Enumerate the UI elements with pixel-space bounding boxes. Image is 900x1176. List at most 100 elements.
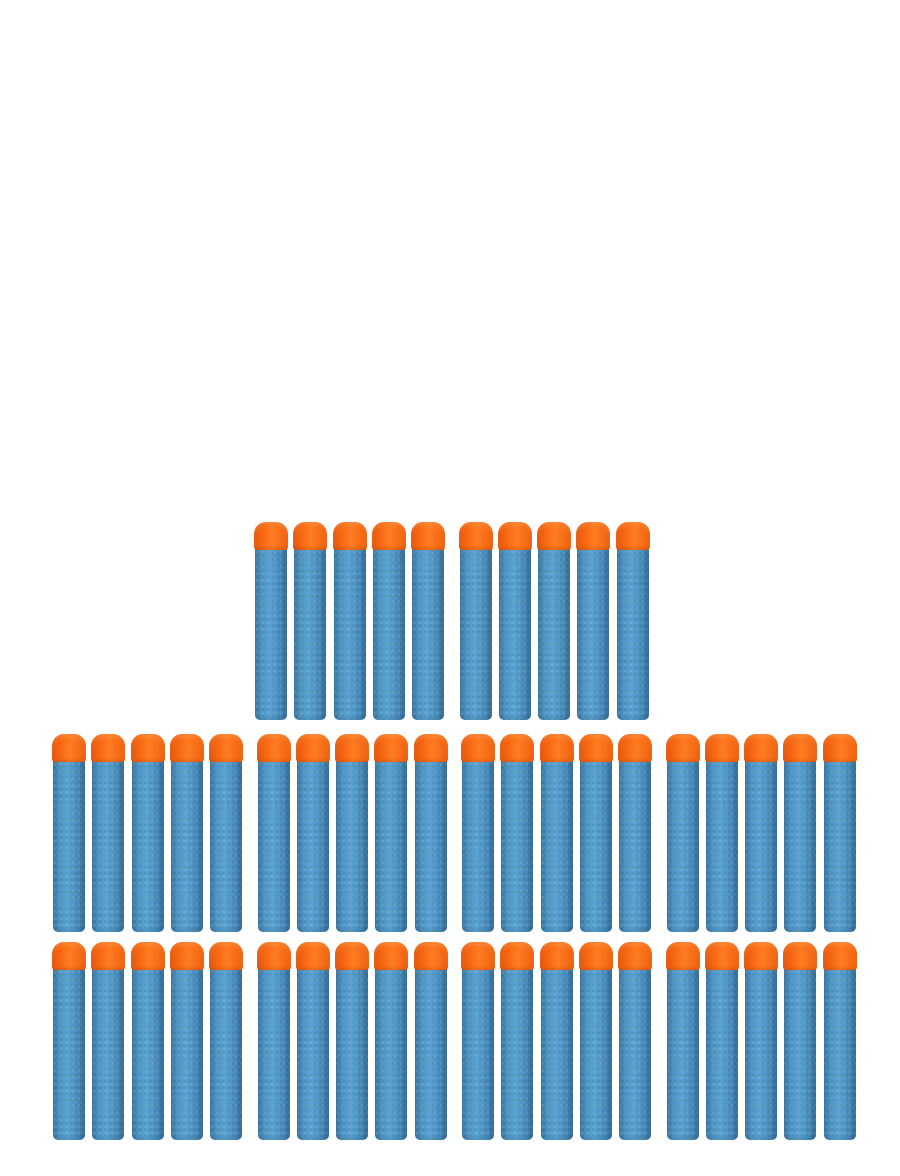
- dart-body: [170, 756, 203, 932]
- dart-tip: [461, 942, 495, 970]
- foam-dart: [500, 942, 535, 1140]
- dart-body: [784, 964, 817, 1140]
- dart-tip: [744, 942, 779, 970]
- dart-body: [705, 756, 738, 932]
- dart-tip: [295, 734, 330, 762]
- dart-tip: [91, 942, 126, 970]
- dart-tip: [665, 734, 700, 762]
- foam-dart: [371, 522, 406, 720]
- dart-tip: [822, 942, 857, 970]
- foam-dart: [539, 734, 574, 932]
- dart-tip: [295, 942, 330, 970]
- foam-dart: [335, 734, 370, 932]
- dart-body: [296, 964, 329, 1140]
- dart-tip: [335, 734, 370, 762]
- dart-body: [501, 756, 534, 932]
- dart-body: [53, 964, 85, 1140]
- dart-tip: [374, 942, 409, 970]
- dart-body: [579, 964, 612, 1140]
- foam-dart: [411, 522, 446, 720]
- foam-dart: [209, 942, 244, 1140]
- foam-dart: [665, 734, 700, 932]
- foam-dart: [413, 942, 448, 1140]
- foam-dart: [704, 942, 739, 1140]
- dart-body: [616, 544, 649, 720]
- foam-dart: [744, 942, 779, 1140]
- foam-dart: [374, 734, 409, 932]
- dart-body: [540, 964, 573, 1140]
- foam-dart: [461, 942, 495, 1140]
- foam-dart: [256, 734, 291, 932]
- dart-body: [745, 756, 778, 932]
- dart-tip: [704, 734, 739, 762]
- dart-tip: [458, 522, 493, 550]
- dart-body: [705, 964, 738, 1140]
- dart-tip: [335, 942, 370, 970]
- dart-body: [333, 544, 366, 720]
- dart-tip: [411, 522, 446, 550]
- foam-dart: [413, 734, 448, 932]
- dart-tip: [704, 942, 739, 970]
- foam-dart: [458, 522, 493, 720]
- dart-body: [92, 964, 125, 1140]
- dart-body: [294, 544, 327, 720]
- foam-dart: [256, 942, 291, 1140]
- dart-tip: [618, 942, 653, 970]
- foam-dart: [295, 734, 330, 932]
- foam-dart: [704, 734, 739, 932]
- dart-tip: [665, 942, 700, 970]
- foam-dart: [52, 942, 86, 1140]
- dart-tip: [615, 522, 650, 550]
- foam-dart: [500, 734, 535, 932]
- dart-body: [412, 544, 445, 720]
- dart-tip: [169, 942, 204, 970]
- dart-tip: [618, 734, 653, 762]
- foam-dart: [461, 734, 495, 932]
- dart-body: [375, 964, 408, 1140]
- dart-tip: [332, 522, 367, 550]
- dart-body: [372, 544, 405, 720]
- dart-body: [823, 756, 856, 932]
- dart-tip: [539, 942, 574, 970]
- foam-dart: [293, 522, 328, 720]
- dart-body: [619, 964, 652, 1140]
- dart-body: [823, 964, 856, 1140]
- dart-tip: [539, 734, 574, 762]
- foam-dart: [497, 522, 532, 720]
- dart-body: [462, 964, 494, 1140]
- dart-body: [577, 544, 610, 720]
- foam-dart: [332, 522, 367, 720]
- foam-dart: [91, 942, 126, 1140]
- dart-body: [666, 756, 699, 932]
- dart-tip: [371, 522, 406, 550]
- dart-body: [257, 756, 290, 932]
- dart-tip: [374, 734, 409, 762]
- dart-body: [255, 544, 287, 720]
- dart-body: [296, 756, 329, 932]
- dart-tip: [413, 942, 448, 970]
- dart-body: [784, 756, 817, 932]
- foam-dart: [615, 522, 650, 720]
- dart-tip: [130, 942, 165, 970]
- dart-body: [666, 964, 699, 1140]
- foam-dart: [169, 942, 204, 1140]
- dart-tip: [52, 734, 86, 762]
- dart-tip: [500, 942, 535, 970]
- dart-tip: [497, 522, 532, 550]
- foam-dart: [539, 942, 574, 1140]
- dart-tip: [209, 942, 244, 970]
- dart-tip: [537, 522, 572, 550]
- foam-dart: [130, 734, 165, 932]
- dart-tip: [91, 734, 126, 762]
- foam-dart: [254, 522, 288, 720]
- foam-dart: [91, 734, 126, 932]
- dart-tip: [209, 734, 244, 762]
- dart-body: [336, 756, 369, 932]
- foam-dart: [295, 942, 330, 1140]
- dart-body: [462, 756, 494, 932]
- foam-dart: [576, 522, 611, 720]
- dart-body: [257, 964, 290, 1140]
- foam-dart: [537, 522, 572, 720]
- foam-dart: [169, 734, 204, 932]
